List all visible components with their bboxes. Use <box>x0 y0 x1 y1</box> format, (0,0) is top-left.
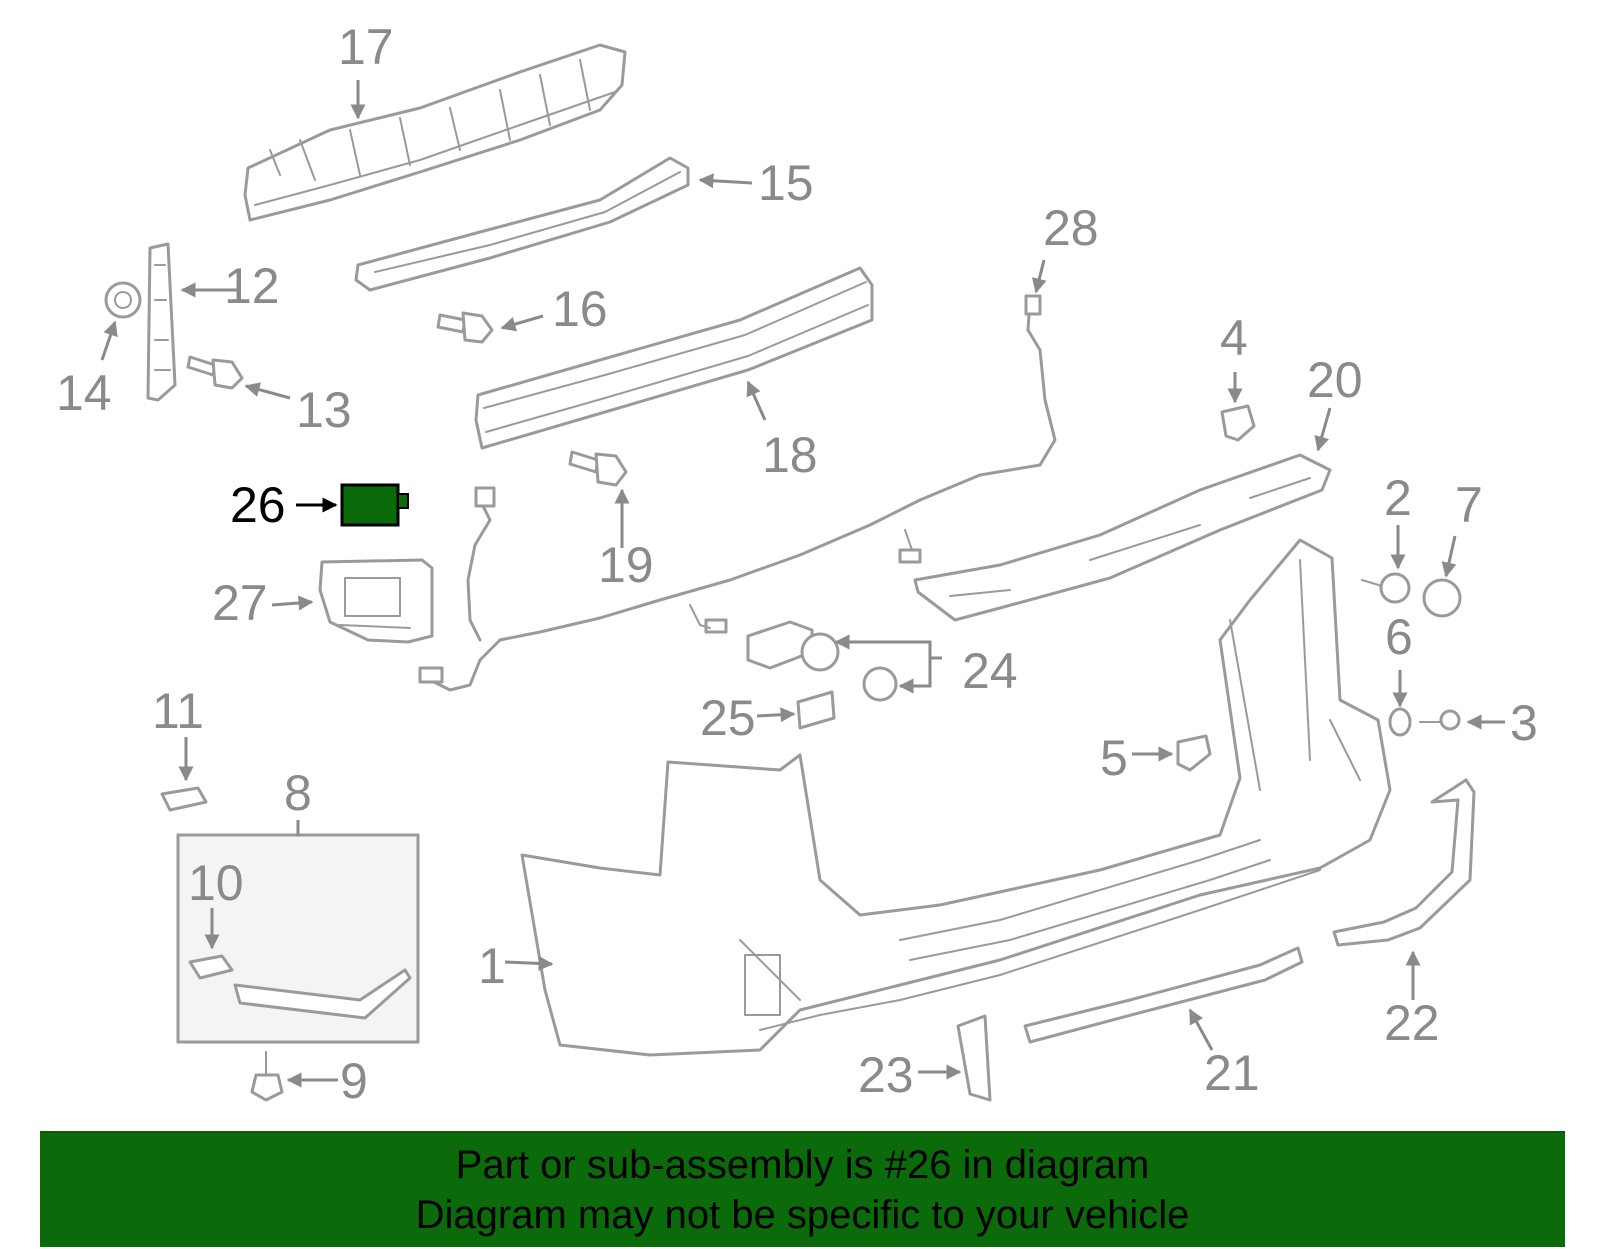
callout-25[interactable]: 25 <box>700 690 756 746</box>
callout-27[interactable]: 27 <box>212 575 268 631</box>
callout-20[interactable]: 20 <box>1307 352 1363 408</box>
callout-11[interactable]: 11 <box>152 683 204 739</box>
part-4-clip[interactable] <box>1220 404 1256 442</box>
part-13-bolt[interactable] <box>186 355 244 390</box>
callout-4[interactable]: 4 <box>1220 310 1248 366</box>
callout-21[interactable]: 21 <box>1204 1045 1260 1101</box>
callout-23[interactable]: 23 <box>858 1047 914 1103</box>
part-3-push-pin[interactable] <box>1419 709 1461 731</box>
part-27-module-bracket[interactable] <box>318 558 434 644</box>
callout-15[interactable]: 15 <box>758 155 814 211</box>
info-banner: Part or sub-assembly is #26 in diagram D… <box>40 1131 1565 1247</box>
part-2-screw[interactable] <box>1361 572 1411 604</box>
part-20-upper-fascia[interactable] <box>913 453 1332 622</box>
callout-labels: 17 15 12 16 14 13 18 28 4 20 26 19 2 7 2… <box>56 19 1538 1109</box>
callout-7[interactable]: 7 <box>1455 477 1483 533</box>
callout-24[interactable]: 24 <box>962 643 1018 699</box>
part-6-grommet[interactable] <box>1388 707 1412 737</box>
part-14-nut[interactable] <box>104 281 142 319</box>
part-25-pad[interactable] <box>796 690 836 730</box>
part-5-bracket[interactable] <box>1176 734 1212 772</box>
banner-line-disclaimer: Diagram may not be specific to your vehi… <box>415 1193 1190 1237</box>
callout-19[interactable]: 19 <box>598 537 654 593</box>
part-26-module[interactable] <box>340 483 409 527</box>
callout-14[interactable]: 14 <box>56 365 112 421</box>
part-18-impact-bar[interactable] <box>474 266 874 450</box>
part-16-bolt[interactable] <box>436 311 494 344</box>
part-24-parking-sensor[interactable] <box>746 620 898 702</box>
part-15-bracket[interactable] <box>354 156 690 292</box>
callout-1[interactable]: 1 <box>478 938 506 994</box>
banner-line-part: Part or sub-assembly is #26 in diagram <box>455 1143 1150 1187</box>
callout-2[interactable]: 2 <box>1384 470 1412 526</box>
callout-13[interactable]: 13 <box>296 382 352 438</box>
leader-lines <box>100 80 1505 1088</box>
part-23-reflector[interactable] <box>956 1014 992 1102</box>
callout-26[interactable]: 26 <box>230 477 286 533</box>
part-17-energy-absorber[interactable] <box>243 43 627 222</box>
part-21-molding[interactable] <box>1023 946 1304 1044</box>
callout-17[interactable]: 17 <box>338 19 394 75</box>
part-7-cap[interactable] <box>1422 578 1462 618</box>
callout-9[interactable]: 9 <box>340 1053 368 1109</box>
callout-10[interactable]: 10 <box>188 855 244 911</box>
callout-12[interactable]: 12 <box>224 258 280 314</box>
part-12-side-bracket[interactable] <box>146 242 177 402</box>
callout-28[interactable]: 28 <box>1043 200 1099 256</box>
callout-3[interactable]: 3 <box>1510 695 1538 751</box>
callout-6[interactable]: 6 <box>1385 609 1413 665</box>
part-22-side-molding[interactable] <box>1332 778 1476 947</box>
callout-22[interactable]: 22 <box>1384 995 1440 1051</box>
part-19-bolt[interactable] <box>568 450 628 487</box>
callout-8[interactable]: 8 <box>284 765 312 821</box>
part-28-wiring-harness[interactable] <box>418 294 1057 692</box>
part-11-clip[interactable] <box>160 786 208 812</box>
part-9-bolt[interactable] <box>250 1051 284 1102</box>
callout-5[interactable]: 5 <box>1100 730 1128 786</box>
callout-18[interactable]: 18 <box>762 427 818 483</box>
callout-16[interactable]: 16 <box>552 281 608 337</box>
part-1-bumper-cover[interactable] <box>520 538 1392 1057</box>
